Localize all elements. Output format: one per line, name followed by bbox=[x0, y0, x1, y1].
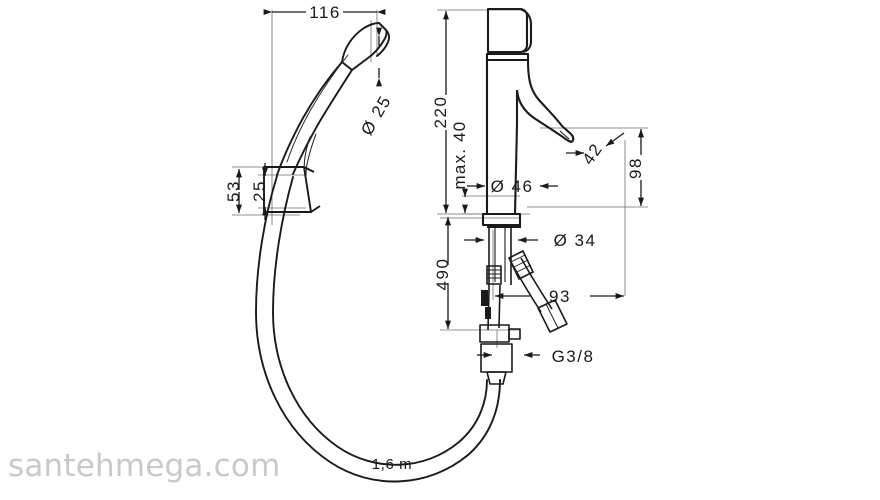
dim-42: 42 bbox=[578, 139, 606, 168]
dim-shank-diameter: Ø 34 bbox=[554, 231, 597, 250]
flexible-hose bbox=[255, 175, 501, 483]
supply-assembly bbox=[479, 225, 568, 385]
dim-93: 93 bbox=[549, 287, 571, 306]
dim-g38: G3/8 bbox=[552, 347, 595, 366]
dim-53: 53 bbox=[224, 180, 243, 202]
dim-hose-length: 1,6 m bbox=[372, 456, 413, 473]
dim-spray-nozzle-diameter: Ø 25 bbox=[357, 92, 395, 139]
dim-220: 220 bbox=[431, 96, 450, 129]
wall-bracket bbox=[263, 166, 321, 213]
dim-116: 116 bbox=[309, 3, 341, 22]
watermark: santehmega.com bbox=[8, 448, 281, 484]
valve-shading bbox=[481, 224, 521, 319]
basin-mixer bbox=[481, 7, 575, 227]
dim-98: 98 bbox=[626, 157, 645, 179]
dim-490: 490 bbox=[433, 258, 452, 291]
dim-25: 25 bbox=[250, 180, 269, 202]
dim-base-diameter: Ø 46 bbox=[491, 177, 534, 196]
dim-max-40: max. 40 bbox=[450, 121, 469, 190]
dimension-lines bbox=[236, 9, 644, 358]
extension-lines bbox=[232, 9, 648, 348]
hand-spray-head bbox=[276, 22, 390, 177]
dimension-labels: 116 Ø 25 53 25 220 max. 40 Ø 46 42 98 Ø … bbox=[224, 3, 645, 473]
